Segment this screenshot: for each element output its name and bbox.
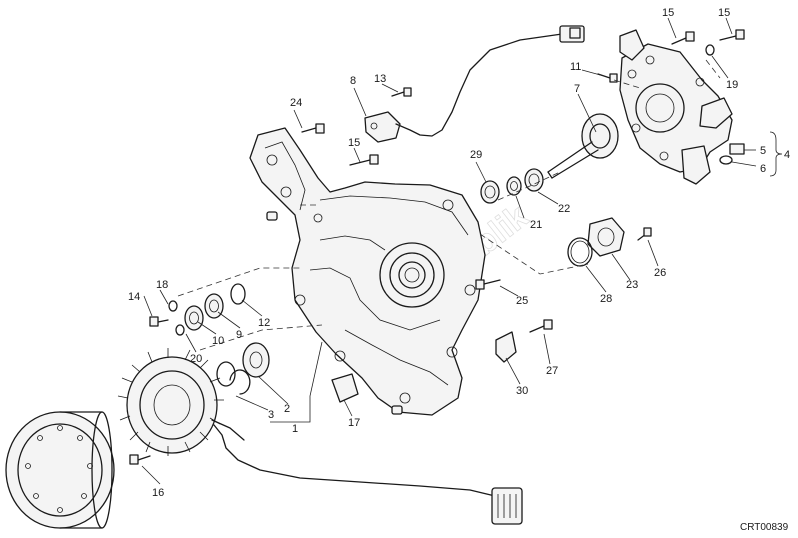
callout-26: 26 (654, 267, 666, 279)
callout-22: 22 (558, 203, 570, 215)
flywheel-rotor[interactable] (5, 411, 115, 529)
o-ring-28[interactable] (567, 237, 593, 267)
callout-7: 7 (574, 83, 580, 95)
callout-19: 19 (726, 79, 738, 91)
bolt-14 (149, 316, 169, 327)
bearing-10[interactable] (184, 305, 204, 331)
callout-4: 4 (784, 149, 790, 161)
seal-2[interactable] (216, 361, 236, 387)
circlip-12[interactable] (230, 283, 246, 305)
callout-15-pump-b: 15 (718, 7, 730, 19)
bolt-15-pump-b (719, 29, 745, 41)
callout-13: 13 (374, 73, 386, 85)
bracket-17[interactable] (331, 373, 359, 403)
callout-17: 17 (348, 417, 360, 429)
callout-20: 20 (190, 353, 202, 365)
seal-29[interactable] (480, 180, 500, 204)
bearing-1[interactable] (242, 342, 270, 378)
washer-6 (719, 155, 733, 165)
callout-labels: 24 8 13 15 29 21 22 7 11 15 15 19 5 6 4 … (128, 7, 790, 499)
washer-18[interactable] (168, 300, 178, 312)
bearing-22[interactable] (524, 168, 544, 192)
bolt-16 (129, 454, 151, 465)
bolt-26 (637, 227, 652, 241)
callout-27: 27 (546, 365, 558, 377)
callout-28: 28 (600, 293, 612, 305)
bolt-15-pump-a (671, 31, 695, 45)
pickup-sensor[interactable] (364, 25, 585, 143)
clip-30[interactable] (495, 331, 517, 363)
callout-12: 12 (258, 317, 270, 329)
callout-15-cover: 15 (348, 137, 360, 149)
callout-29: 29 (470, 149, 482, 161)
brace-4 (769, 131, 783, 177)
seal-20[interactable] (175, 324, 185, 336)
callout-23: 23 (626, 279, 638, 291)
bolt-25 (475, 279, 501, 290)
callout-2: 2 (284, 403, 290, 415)
bolt-24 (301, 123, 325, 134)
callout-21: 21 (530, 219, 542, 231)
drawing-code: CRT00839 (740, 522, 789, 533)
bolt-27 (529, 319, 553, 333)
bearing-21[interactable] (506, 176, 522, 196)
water-pump-body[interactable] (619, 29, 733, 185)
bolt-13 (391, 87, 412, 97)
washer-19 (705, 44, 715, 56)
assembly-lines (177, 59, 721, 351)
callout-1: 1 (292, 423, 298, 435)
inspection-cover-23[interactable] (587, 217, 625, 257)
callout-5: 5 (760, 145, 766, 157)
bolts[interactable] (129, 29, 745, 465)
circlip-3[interactable] (229, 369, 251, 395)
bearing-9[interactable] (204, 293, 224, 319)
callout-18: 18 (156, 279, 168, 291)
plug-5 (729, 143, 745, 155)
callout-9: 9 (236, 329, 242, 341)
callout-8: 8 (350, 75, 356, 87)
callout-24: 24 (290, 97, 302, 109)
bolt-15-cover (349, 154, 379, 166)
dowel-pins[interactable] (266, 211, 403, 415)
stator[interactable] (117, 348, 496, 497)
generator-cover[interactable] (249, 127, 486, 416)
callout-25: 25 (516, 295, 528, 307)
stator-connector[interactable] (491, 487, 523, 525)
callout-16: 16 (152, 487, 164, 499)
pump-shaft-impeller[interactable] (547, 113, 619, 179)
callout-3: 3 (268, 409, 274, 421)
callout-6: 6 (760, 163, 766, 175)
callout-14: 14 (128, 291, 140, 303)
callout-15-pump-a: 15 (662, 7, 674, 19)
leader-lines (141, 17, 757, 485)
callout-11: 11 (570, 61, 581, 73)
callout-10: 10 (212, 335, 224, 347)
callout-30: 30 (516, 385, 528, 397)
